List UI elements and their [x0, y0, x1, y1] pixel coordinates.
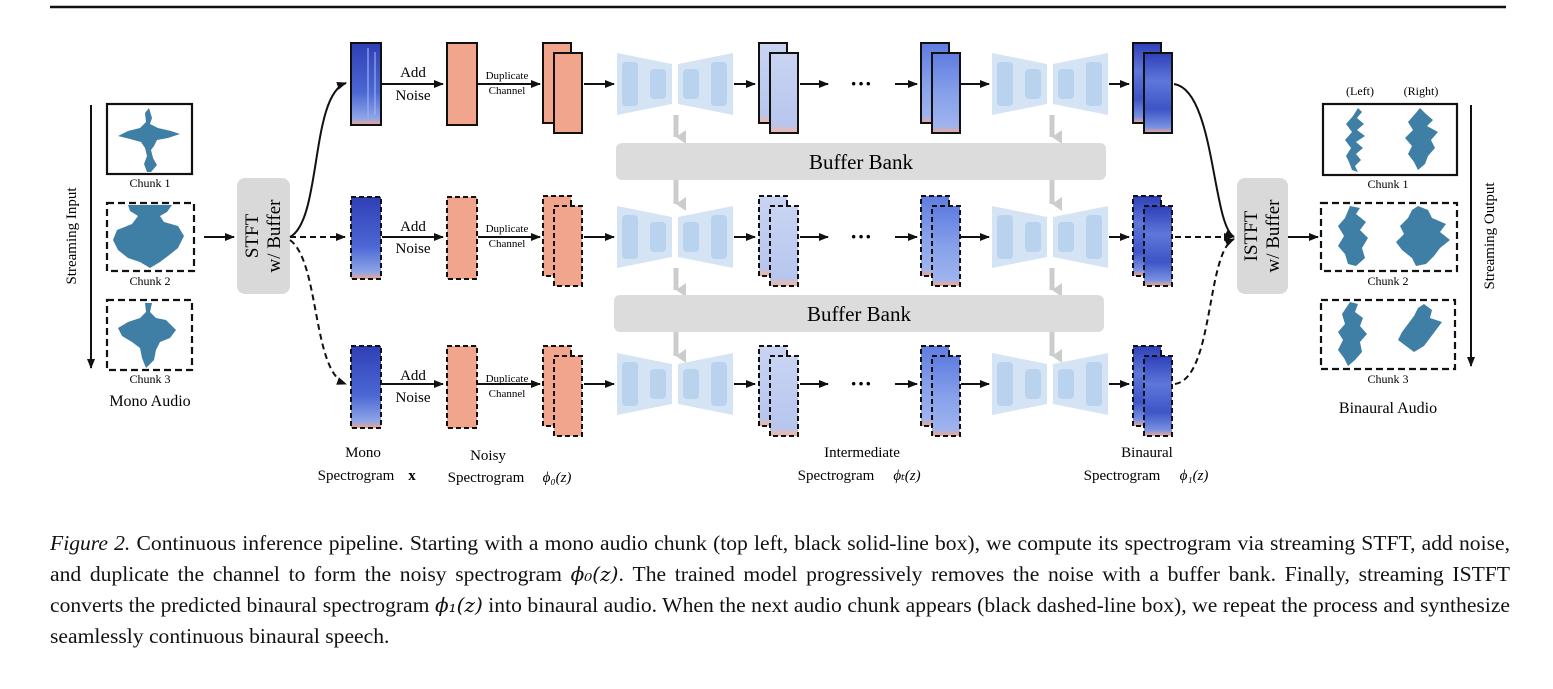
diagram-label: Noise	[396, 241, 431, 257]
waveform-chunk-3	[118, 303, 176, 368]
diagram-label: x	[408, 468, 416, 484]
mono-spectrogram-3	[350, 345, 382, 429]
caption-symbol-2: ϕ₁(z)	[434, 593, 483, 617]
diagram-label: ···	[850, 371, 872, 396]
diagram-label: Channel	[489, 85, 526, 97]
diagram-label: Add	[400, 219, 426, 235]
binaural-spectrogram-1	[1143, 52, 1173, 134]
diagram-label: Intermediate	[824, 445, 900, 461]
diagram-label: Channel	[489, 238, 526, 250]
diagram-label: Add	[400, 65, 426, 81]
input-chunk-3-label: Chunk 3	[129, 372, 170, 386]
unet-1a	[617, 53, 733, 115]
caption-part2: . The trained model progressively remove…	[50, 562, 1510, 617]
diagram-label: Spectrogram	[1084, 468, 1161, 484]
buffer-bank-2: Buffer Bank	[614, 295, 1104, 332]
binaural-audio-label: Binaural Audio	[1339, 400, 1437, 417]
stft-box: STFT w/ Buffer	[237, 178, 290, 294]
unet-2b	[992, 206, 1108, 268]
caption-part1: Continuous inference pipeline. Starting …	[50, 531, 1510, 586]
branch-to-row3	[289, 239, 347, 385]
mono-spectrogram-2	[350, 196, 382, 280]
figure-caption: Figure 2. Continuous inference pipeline.…	[50, 528, 1510, 652]
merge-from-row1	[1173, 83, 1235, 238]
diagram-label: ···	[850, 224, 872, 249]
row-2: Add Noise Duplicate Channel ···	[350, 195, 1173, 287]
diagram-label: Spectrogram	[448, 470, 525, 486]
diagram-label: ϕₜ(z)	[893, 468, 920, 484]
diagram-label: Spectrogram	[318, 468, 395, 484]
diagram-label: Chunk 3	[1367, 372, 1408, 386]
diagram-label: Buffer Bank	[809, 150, 914, 174]
input-chunk-2-label: Chunk 2	[129, 274, 170, 288]
istft-line2: w/ Buffer	[1263, 199, 1284, 273]
diagram-label: ···	[850, 71, 872, 96]
caption-label: Figure 2.	[50, 531, 131, 555]
noisy-spectrogram-3	[553, 355, 583, 437]
diagram-label: (Right)	[1404, 84, 1439, 98]
noise-spectrogram-1	[446, 42, 478, 126]
input-chunk-3	[105, 298, 194, 372]
diagram-label: Noise	[396, 390, 431, 406]
buffer-bank-1: Buffer Bank	[616, 143, 1106, 180]
input-chunk-2	[105, 201, 196, 273]
diagram-label: Add	[400, 368, 426, 384]
caption-part3: into binaural audio. When the next audio…	[50, 593, 1510, 648]
diagram-label: Buffer Bank	[807, 302, 912, 326]
noise-spectrogram-2	[446, 196, 478, 280]
diagram-label: Channel	[489, 388, 526, 400]
diagram-label: Chunk 2	[1367, 274, 1408, 288]
diagram-label: Spectrogram	[798, 468, 875, 484]
waveform-chunk-2	[113, 205, 184, 268]
unet-2a	[617, 206, 733, 268]
merge-from-row3	[1174, 238, 1235, 385]
unet-3a	[617, 353, 733, 415]
diagram-label: Duplicate	[486, 373, 529, 385]
row-1: Add Noise Duplicate Channel ···	[350, 42, 1173, 134]
diagram-label: Noisy	[470, 448, 506, 464]
mono-audio-label: Mono Audio	[109, 393, 190, 410]
noise-spectrogram-3	[446, 345, 478, 429]
diagram-label: (Left)	[1346, 84, 1374, 98]
istft-line1: ISTFT	[1241, 210, 1262, 261]
input-chunk-1	[105, 102, 194, 176]
mono-spectrogram-1	[350, 42, 382, 126]
streaming-output-label: Streaming Output	[1482, 182, 1498, 290]
diagram-label: Duplicate	[486, 70, 529, 82]
diagram-label: Chunk 1	[1367, 177, 1408, 191]
streaming-input-label: Streaming Input	[64, 187, 80, 285]
branch-to-row1	[289, 82, 347, 238]
stft-line2: w/ Buffer	[264, 199, 285, 273]
stft-line1: STFT	[242, 213, 263, 258]
istft-box: ISTFT w/ Buffer	[1237, 178, 1288, 294]
diagram-label: ϕ₀(z)	[543, 470, 572, 486]
unet-3b	[992, 353, 1108, 415]
input-chunk-1-label: Chunk 1	[129, 176, 170, 190]
waveform-chunk-1	[118, 108, 180, 172]
binaural-spectrogram-3	[1143, 355, 1173, 437]
diagram-label: Duplicate	[486, 223, 529, 235]
intermediate-spectrogram-1	[769, 52, 799, 134]
diagram-label: Binaural	[1121, 445, 1173, 461]
intermediate-spectrogram-2	[769, 205, 799, 287]
output-chunk-1	[1321, 102, 1459, 177]
row-3: Add Noise Duplicate Channel ···	[350, 345, 1173, 437]
output-chunk-3	[1319, 298, 1457, 371]
binaural-spectrogram-2	[1143, 205, 1173, 287]
caption-symbol-1: ϕ₀(z)	[570, 562, 619, 586]
noisy-spectrogram-1	[553, 52, 583, 134]
diagram-label: Noise	[396, 88, 431, 104]
pipeline-diagram: Streaming Input Chunk 1 Chunk 2 Chunk 3 …	[50, 5, 1506, 486]
diagram-label: ϕ₁(z)	[1180, 468, 1209, 484]
noisy-spectrogram-2	[553, 205, 583, 287]
output-chunk-2	[1319, 201, 1459, 273]
unet-1b	[992, 53, 1108, 115]
diagram-label: Mono	[345, 445, 381, 461]
intermediate-spectrogram-3	[769, 355, 799, 437]
